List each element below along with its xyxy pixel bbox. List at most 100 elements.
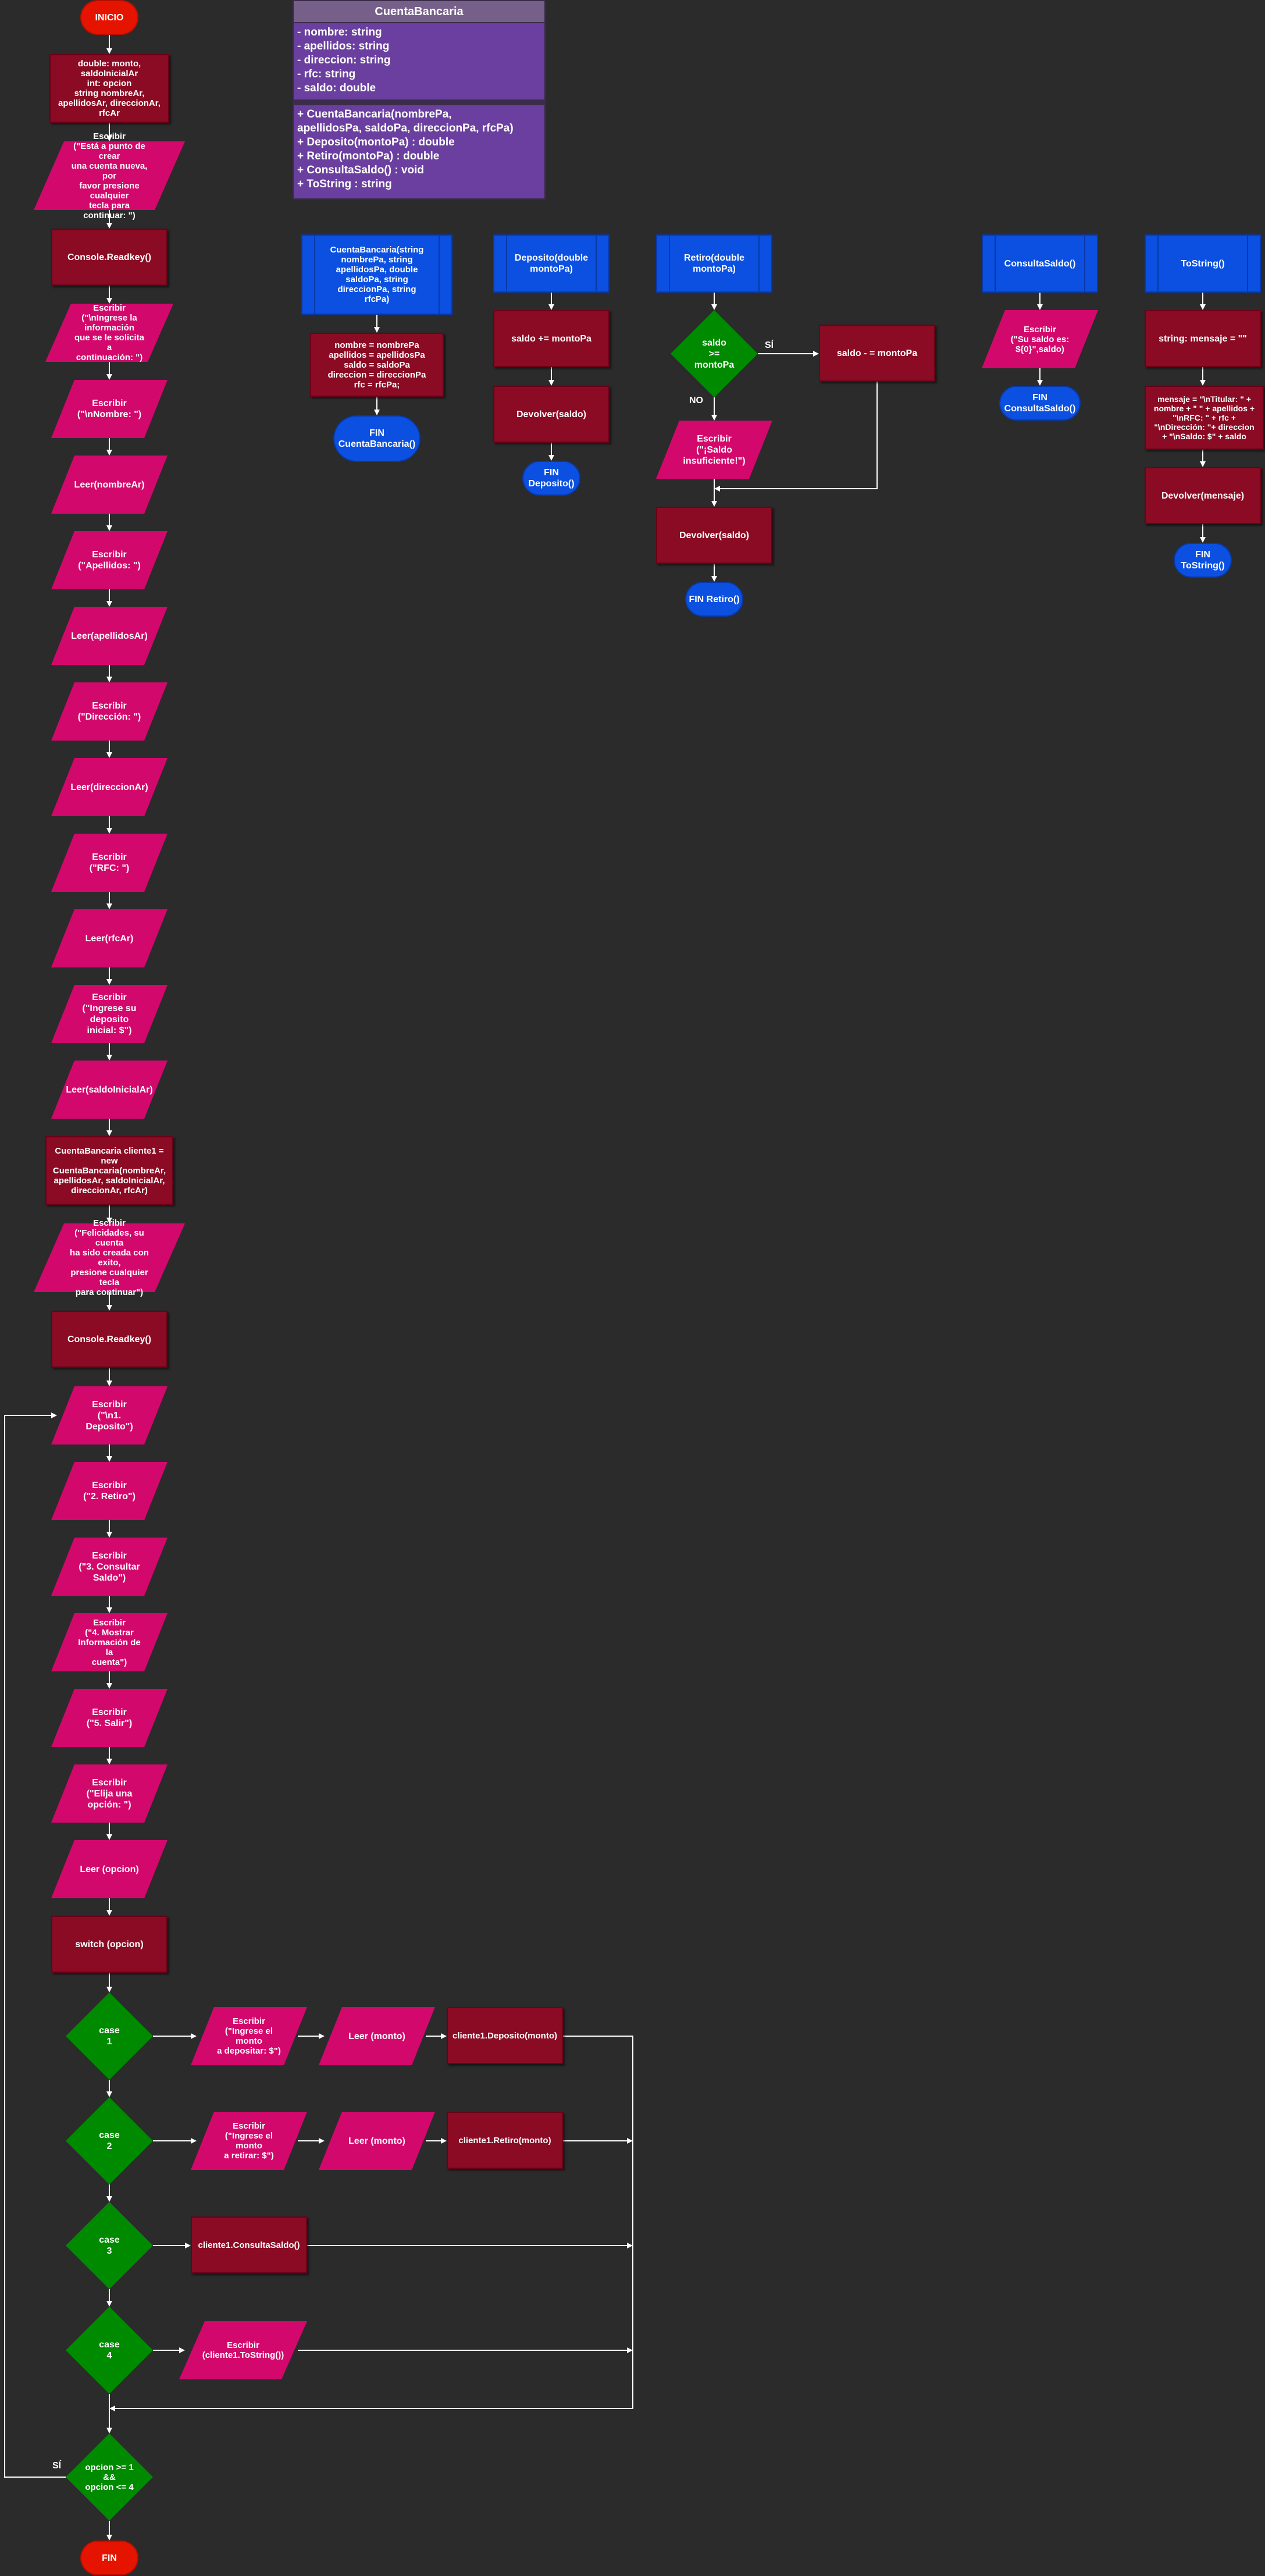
tostring-decl-process: string: mensaje = "" — [1145, 310, 1261, 367]
uml-method: apellidosPa, saldoPa, direccionPa, rfcPa… — [297, 122, 514, 134]
menu-option-4-io: Escribir ("4. Mostrar Información de la … — [51, 1613, 168, 1671]
uml-attributes: - nombre: string - apellidos: string - d… — [293, 23, 546, 101]
case-1-decision: case 1 — [66, 1993, 153, 2080]
edge — [4, 1412, 66, 2478]
retiro-header-subroutine: Retiro(double montoPa) — [656, 234, 772, 293]
loop-condition-text: opcion >= 1 && opcion <= 4 — [85, 2462, 134, 2492]
retiro-no-label: NO — [689, 396, 703, 405]
case-2-write-text: Escribir ("Ingrese el monto a retirar: $… — [224, 2121, 274, 2161]
tostring-header-text: ToString() — [1181, 258, 1225, 269]
uml-methods: + CuentaBancaria(nombrePa, apellidosPa, … — [293, 105, 546, 200]
ctor-header-subroutine: CuentaBancaria(string nombrePa, string a… — [301, 234, 452, 315]
write-nombre-text: Escribir ("\nNombre: ") — [77, 399, 142, 419]
consulta-header-subroutine: ConsultaSaldo() — [982, 234, 1098, 293]
uml-class-box: CuentaBancaria - nombre: string - apelli… — [293, 0, 546, 200]
edge — [714, 382, 878, 492]
case-1-text: case 1 — [99, 2026, 120, 2047]
read-opcion-io: Leer (opcion) — [51, 1840, 168, 1898]
case-1-read-io: Leer (monto) — [319, 2007, 435, 2065]
write-congrats-text: Escribir ("Felicidades, su cuenta ha sid… — [70, 1218, 149, 1297]
readkey-1-process: Console.Readkey() — [51, 229, 168, 286]
menu-option-4-text: Escribir ("4. Mostrar Información de la … — [78, 1617, 141, 1667]
loop-yes-label: SÍ — [52, 2461, 62, 2471]
deposito-end-terminal: FIN Deposito() — [522, 461, 580, 496]
read-opcion-text: Leer (opcion) — [80, 1864, 139, 1874]
declarations-process: double: monto, saldoInicialAr int: opcio… — [49, 54, 169, 123]
retiro-insufficient-io: Escribir ("¡Saldo insuficiente!") — [656, 421, 772, 479]
uml-attribute: - nombre: string — [297, 26, 382, 38]
end-terminal: FIN — [80, 2541, 138, 2575]
case-2-call-process: cliente1.Retiro(monto) — [447, 2112, 563, 2169]
read-rfc-text: Leer(rfcAr) — [85, 933, 134, 944]
write-welcome-io: Escribir ("Está a punto de crear una cue… — [34, 131, 185, 220]
retiro-header-text: Retiro(double montoPa) — [684, 253, 744, 274]
ctor-end-terminal: FIN CuentaBancaria() — [333, 415, 421, 462]
uml-attribute: - saldo: double — [297, 82, 376, 94]
tostring-return-process: Devolver(mensaje) — [1145, 467, 1261, 524]
case-2-read-text: Leer (monto) — [348, 2136, 405, 2146]
uml-attribute: - apellidos: string — [297, 40, 390, 52]
read-nombre-text: Leer(nombreAr) — [74, 479, 145, 490]
retiro-end-terminal: FIN Retiro() — [685, 582, 743, 617]
create-client-process: CuentaBancaria cliente1 = new CuentaBanc… — [45, 1136, 173, 1205]
loop-condition-decision: opcion >= 1 && opcion <= 4 — [66, 2433, 153, 2521]
write-apellidos-io: Escribir ("Apellidos: ") — [51, 531, 168, 589]
retiro-insufficient-text: Escribir ("¡Saldo insuficiente!") — [683, 433, 746, 466]
uml-method: + Retiro(montoPa) : double — [297, 150, 440, 162]
case-4-text: case 4 — [99, 2340, 120, 2361]
retiro-return-process: Devolver(saldo) — [656, 507, 772, 564]
case-3-call-process: cliente1.ConsultaSaldo() — [191, 2216, 307, 2273]
case-3-decision: case 3 — [66, 2202, 153, 2289]
read-saldo-text: Leer(saldoInicialAr) — [66, 1084, 153, 1095]
consulta-end-terminal: FIN ConsultaSaldo() — [999, 386, 1081, 421]
retiro-condition-decision: saldo >= montoPa — [671, 310, 758, 397]
uml-attribute: - rfc: string — [297, 68, 356, 80]
switch-process: switch (opcion) — [51, 1916, 168, 1973]
write-rfc-text: Escribir ("RFC: ") — [89, 852, 130, 873]
write-info-io: Escribir ("\nIngrese la información que … — [45, 303, 173, 362]
menu-option-5-text: Escribir ("5. Salir") — [86, 1707, 133, 1728]
choose-option-text: Escribir ("Elija una opción: ") — [86, 1777, 133, 1810]
uml-method: + Deposito(montoPa) : double — [297, 136, 455, 148]
write-nombre-io: Escribir ("\nNombre: ") — [51, 380, 168, 438]
read-apellidos-text: Leer(apellidosAr) — [71, 631, 148, 641]
menu-option-5-io: Escribir ("5. Salir") — [51, 1689, 168, 1747]
menu-option-3-text: Escribir ("3. Consultar Saldo") — [79, 1550, 140, 1583]
read-direccion-io: Leer(direccionAr) — [51, 758, 168, 816]
case-2-write-io: Escribir ("Ingrese el monto a retirar: $… — [191, 2112, 307, 2170]
readkey-2-process: Console.Readkey() — [51, 1311, 168, 1368]
retiro-op-process: saldo - = montoPa — [819, 325, 935, 382]
write-congrats-io: Escribir ("Felicidades, su cuenta ha sid… — [34, 1218, 185, 1297]
read-direccion-text: Leer(direccionAr) — [70, 782, 148, 792]
write-deposito-io: Escribir ("Ingrese su deposito inicial: … — [51, 985, 168, 1043]
start-terminal: INICIO — [80, 0, 138, 35]
menu-option-3-io: Escribir ("3. Consultar Saldo") — [51, 1538, 168, 1596]
choose-option-io: Escribir ("Elija una opción: ") — [51, 1764, 168, 1823]
write-deposito-text: Escribir ("Ingrese su deposito inicial: … — [82, 992, 137, 1036]
case-1-write-text: Escribir ("Ingrese el monto a depositar:… — [217, 2016, 281, 2056]
write-info-text: Escribir ("\nIngrese la información que … — [74, 303, 145, 362]
consulta-write-io: Escribir ("Su saldo es: ${0}",saldo) — [982, 310, 1098, 368]
uml-class-name: CuentaBancaria — [293, 0, 546, 23]
write-rfc-io: Escribir ("RFC: ") — [51, 834, 168, 892]
uml-attribute: - direccion: string — [297, 54, 391, 66]
menu-option-1-io: Escribir ("\n1. Deposito") — [51, 1386, 168, 1444]
read-nombre-io: Leer(nombreAr) — [51, 456, 168, 514]
case-2-read-io: Leer (monto) — [319, 2112, 435, 2170]
read-saldo-io: Leer(saldoInicialAr) — [51, 1061, 168, 1119]
uml-separator — [293, 101, 546, 105]
uml-method: + ToString : string — [297, 178, 392, 190]
menu-option-2-io: Escribir ("2. Retiro") — [51, 1462, 168, 1520]
case-2-text: case 2 — [99, 2130, 120, 2151]
tostring-assign-process: mensaje = "\nTitular: " + nombre + " " +… — [1145, 386, 1264, 450]
deposito-op-process: saldo += montoPa — [493, 310, 610, 367]
uml-method: + CuentaBancaria(nombrePa, — [297, 108, 452, 120]
consulta-write-text: Escribir ("Su saldo es: ${0}",saldo) — [1010, 324, 1070, 354]
deposito-header-text: Deposito(double montoPa) — [514, 253, 589, 274]
case-1-read-text: Leer (monto) — [348, 2031, 405, 2041]
retiro-yes-label: SÍ — [765, 340, 774, 350]
case-1-call-process: cliente1.Deposito(monto) — [447, 2007, 563, 2064]
write-apellidos-text: Escribir ("Apellidos: ") — [78, 550, 141, 571]
tostring-end-terminal: FIN ToString() — [1174, 543, 1232, 578]
